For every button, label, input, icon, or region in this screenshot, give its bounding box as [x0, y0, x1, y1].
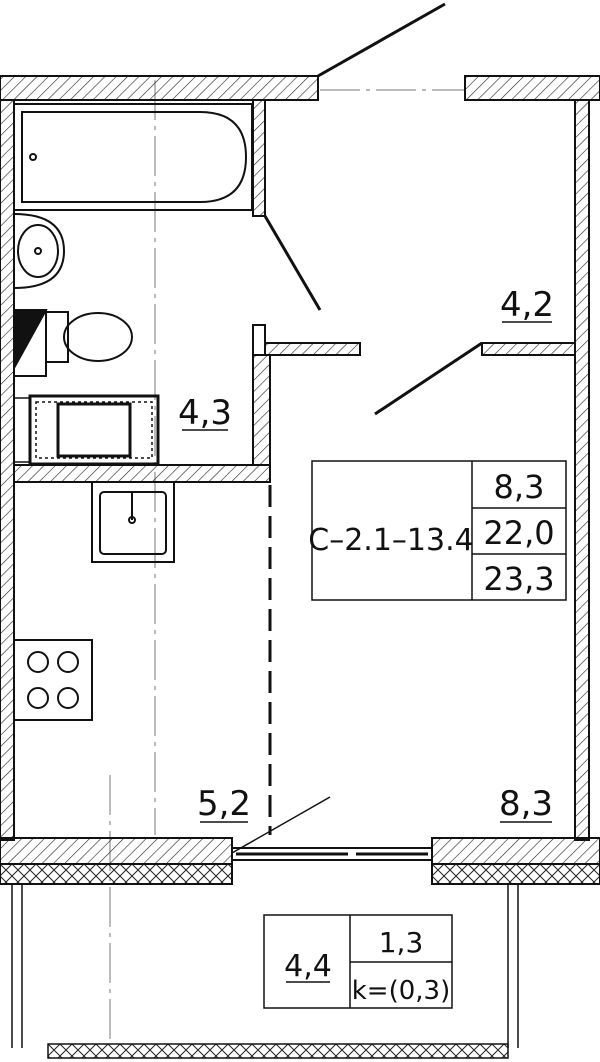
- wall-right: [574, 99, 590, 841]
- washbasin-icon: [13, 213, 66, 289]
- area-table: [311, 460, 567, 601]
- balcony-window: [231, 847, 433, 861]
- balcony-reduced-area: 1,3: [379, 926, 424, 959]
- table-living-area: 8,3: [494, 468, 545, 506]
- toilet-icon: [13, 309, 133, 377]
- wall-hall-left: [264, 342, 361, 356]
- wall-hall-right: [481, 342, 576, 356]
- wall-top: [0, 75, 600, 101]
- kitchen-area-label: 5,2: [197, 784, 251, 824]
- apartment-code: С–2.1–13.4: [308, 523, 473, 558]
- wall-bottom: [0, 837, 600, 885]
- door-swings: [231, 2, 483, 854]
- washing-machine-icon: [13, 394, 160, 466]
- wall-bath-right-lower: [252, 354, 271, 466]
- kitchen-sink-icon: [91, 481, 175, 563]
- wall-stub: [252, 324, 266, 356]
- wall-bath-right: [252, 99, 266, 217]
- wall-left: [0, 99, 15, 841]
- stove-icon: [13, 639, 93, 721]
- balcony-table: [263, 914, 453, 1009]
- balcony-coefficient: k=(0,3): [352, 976, 450, 1006]
- table-total-without-balcony: 22,0: [483, 514, 554, 552]
- bathroom-area-label: 4,3: [178, 393, 232, 433]
- table-total-area: 23,3: [483, 560, 554, 598]
- hall-area-label: 4,2: [500, 285, 554, 325]
- balcony-outline: [11, 884, 519, 1059]
- living-area-label: 8,3: [499, 784, 553, 824]
- wall-bath-bottom: [13, 464, 271, 483]
- axis-lines: [109, 80, 465, 1045]
- balcony-area-label: 4,4: [284, 949, 332, 984]
- label-underlines: [182, 321, 552, 983]
- bathtub-icon: [13, 103, 253, 211]
